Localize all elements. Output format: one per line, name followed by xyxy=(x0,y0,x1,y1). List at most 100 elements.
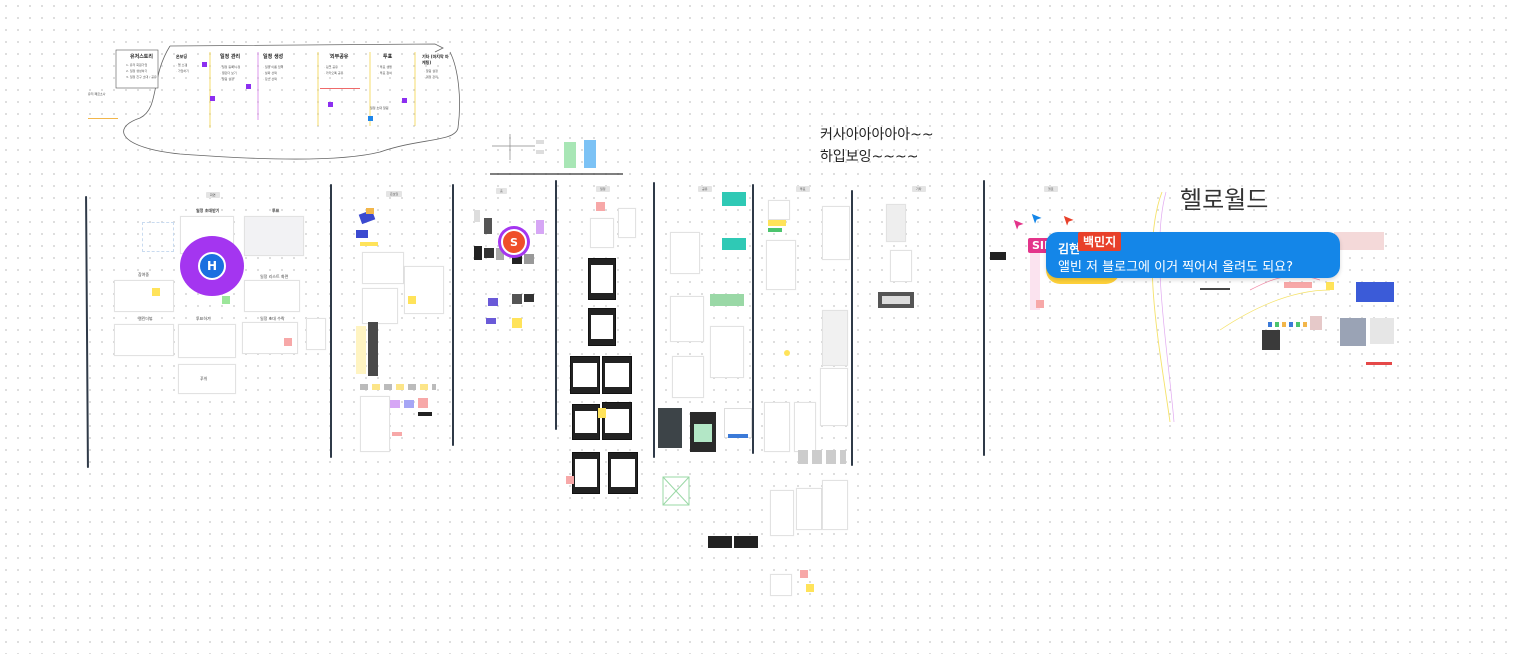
wireframe-frame[interactable] xyxy=(618,208,636,238)
wireframe-frame[interactable] xyxy=(672,356,704,398)
wireframe-frame[interactable] xyxy=(244,216,304,256)
illustration-card xyxy=(694,424,712,442)
phone-mockup[interactable] xyxy=(588,308,616,346)
section-4-phones[interactable] xyxy=(560,196,652,506)
wireframe-frame[interactable] xyxy=(404,266,444,314)
panel-title: 푸쉬 xyxy=(200,376,208,381)
section-tag[interactable]: 온보딩 xyxy=(386,191,403,197)
user-flow-diagram[interactable]: 유저스토리 1. 유저 회원가입 2. 일정 생성하기 3. 일정 친구 초대 … xyxy=(80,38,465,168)
flow-marker xyxy=(246,84,251,89)
yellow-dot xyxy=(784,350,790,356)
section-tag[interactable]: 홈 xyxy=(496,188,507,194)
wireframe-frame[interactable] xyxy=(710,326,744,378)
section-3-wireframes[interactable] xyxy=(462,198,552,338)
wireframe-frame[interactable] xyxy=(114,280,174,312)
wireframe-frame[interactable] xyxy=(670,232,700,274)
sticky-note[interactable] xyxy=(800,570,808,578)
sticky-note[interactable] xyxy=(408,296,416,304)
thumb xyxy=(1284,282,1312,288)
sticky-note[interactable] xyxy=(512,318,522,328)
section-tag[interactable]: 헬로 xyxy=(1044,186,1058,192)
section-tag[interactable]: 공유 xyxy=(698,186,712,192)
note-text-1[interactable]: 커사아아아아아~~ xyxy=(820,127,934,143)
sticky-note[interactable] xyxy=(152,288,160,296)
wireframe-frame[interactable] xyxy=(822,480,848,530)
section-6-wireframes[interactable] xyxy=(758,190,852,610)
thumb xyxy=(484,218,492,234)
phone-mockup[interactable] xyxy=(588,258,616,300)
wireframe-frame[interactable] xyxy=(822,310,848,366)
phone-mockup[interactable] xyxy=(570,356,600,394)
pointer-cursor-blue[interactable] xyxy=(1030,212,1044,226)
collaborator-avatar-s[interactable]: S xyxy=(498,226,530,258)
section-tag[interactable]: 일정 xyxy=(596,186,610,192)
wireframe-frame[interactable] xyxy=(306,318,326,350)
wireframe-frame[interactable] xyxy=(822,206,850,260)
pointer-cursor-red[interactable] xyxy=(1062,214,1076,228)
mini-card-green xyxy=(564,142,576,168)
wireframe-frame[interactable] xyxy=(362,252,404,284)
wireframe-frame[interactable] xyxy=(770,490,794,536)
thumb xyxy=(1334,232,1384,250)
note-text-2[interactable]: 하입보잉~~~~ xyxy=(820,149,919,165)
sticky-note[interactable] xyxy=(596,202,605,211)
wireframe-frame[interactable] xyxy=(362,288,398,324)
sticky-note[interactable] xyxy=(806,584,814,592)
wireframe-frame[interactable] xyxy=(794,402,816,452)
crossed-box xyxy=(662,476,690,506)
wireframe-frame[interactable] xyxy=(886,204,906,242)
thumb xyxy=(1326,282,1334,290)
wireframe-frame[interactable] xyxy=(764,402,790,452)
phone-mockup[interactable] xyxy=(572,452,600,494)
section-divider xyxy=(330,184,332,458)
flow-col-head-2: 일정 관리 xyxy=(220,54,241,60)
mini-diagram[interactable] xyxy=(490,130,625,178)
wireframe-frame[interactable] xyxy=(796,488,822,530)
section-tag[interactable]: 투표 xyxy=(796,186,810,192)
section-divider xyxy=(752,184,754,454)
section-divider xyxy=(983,180,985,456)
wireframe-frame[interactable] xyxy=(360,396,390,452)
wireframe-frame[interactable] xyxy=(590,218,614,248)
wireframe-frame[interactable] xyxy=(670,296,704,342)
wireframe-frame[interactable] xyxy=(820,368,848,426)
right-cluster[interactable] xyxy=(990,190,1410,430)
collaborator-avatar-h[interactable]: H xyxy=(180,236,244,296)
dots xyxy=(1268,322,1308,327)
thumb xyxy=(488,298,498,306)
flow-lines xyxy=(88,118,118,119)
wireframe-frame[interactable] xyxy=(178,324,236,358)
phone-mockup[interactable] xyxy=(602,356,632,394)
wireframe-frame[interactable] xyxy=(178,364,236,394)
wireframe-frame[interactable] xyxy=(244,280,300,312)
wireframe-frame[interactable] xyxy=(890,250,912,282)
section-2-wireframes[interactable] xyxy=(342,196,448,456)
phone-mockup[interactable] xyxy=(602,402,632,440)
section-tag[interactable]: 기타 xyxy=(912,186,926,192)
sticky-note[interactable] xyxy=(356,326,366,374)
section-7-wireframes[interactable] xyxy=(860,196,980,326)
pointer-cursor-pink[interactable] xyxy=(1012,218,1026,232)
wireframe-frame[interactable] xyxy=(766,240,796,290)
flow-col-items-4: · 링크 공유 · 카카오톡 공유 xyxy=(324,65,344,75)
sticky-note[interactable] xyxy=(598,408,606,418)
mini-card-grey xyxy=(536,140,544,144)
section-1-wireframes[interactable]: 일정 초대받기 투표 참여중 일정 리스트 화면 캘린더뷰 투표하기 일정 초대… xyxy=(100,200,326,400)
section-5-wireframes[interactable] xyxy=(658,186,758,606)
wireframe-frame[interactable] xyxy=(770,574,792,596)
sticky-note[interactable] xyxy=(222,296,230,304)
wireframe-frame[interactable] xyxy=(768,200,790,220)
grey-text-line xyxy=(1200,288,1230,290)
chat-bubble[interactable]: 김현 앨빈 저 블로그에 이거 찍어서 올려도 되요? xyxy=(1046,232,1340,278)
sticky-note[interactable] xyxy=(284,338,292,346)
thumb xyxy=(536,220,544,234)
sticky-note[interactable] xyxy=(566,476,574,484)
wireframe-frame[interactable] xyxy=(114,324,174,356)
panel-title: 투표하기 xyxy=(196,316,211,321)
illustration xyxy=(366,208,374,214)
flow-marker xyxy=(210,96,215,101)
title-text-hello[interactable]: 헬로월드 xyxy=(1180,186,1269,214)
section-tag[interactable]: 화면 xyxy=(206,192,220,198)
phone-mockup[interactable] xyxy=(608,452,638,494)
phone-mockup[interactable] xyxy=(572,404,600,440)
